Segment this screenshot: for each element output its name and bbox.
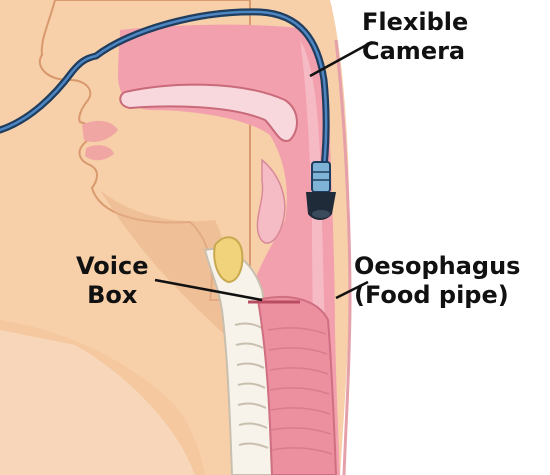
- voice-box-label: Voice Box: [76, 252, 148, 310]
- flexible-camera-label-line-1: Flexible: [362, 8, 468, 37]
- oesophagus-label: Oesophagus (Food pipe): [354, 252, 520, 310]
- flexible-camera-label: Flexible Camera: [362, 8, 468, 66]
- voice-box-label-line-2: Box: [76, 281, 148, 310]
- voice-box-label-line-1: Voice: [76, 252, 148, 281]
- flexible-camera-label-line-2: Camera: [362, 37, 468, 66]
- oesophagus-label-line-1: Oesophagus: [354, 252, 520, 281]
- oesophagus-label-line-2: (Food pipe): [354, 281, 520, 310]
